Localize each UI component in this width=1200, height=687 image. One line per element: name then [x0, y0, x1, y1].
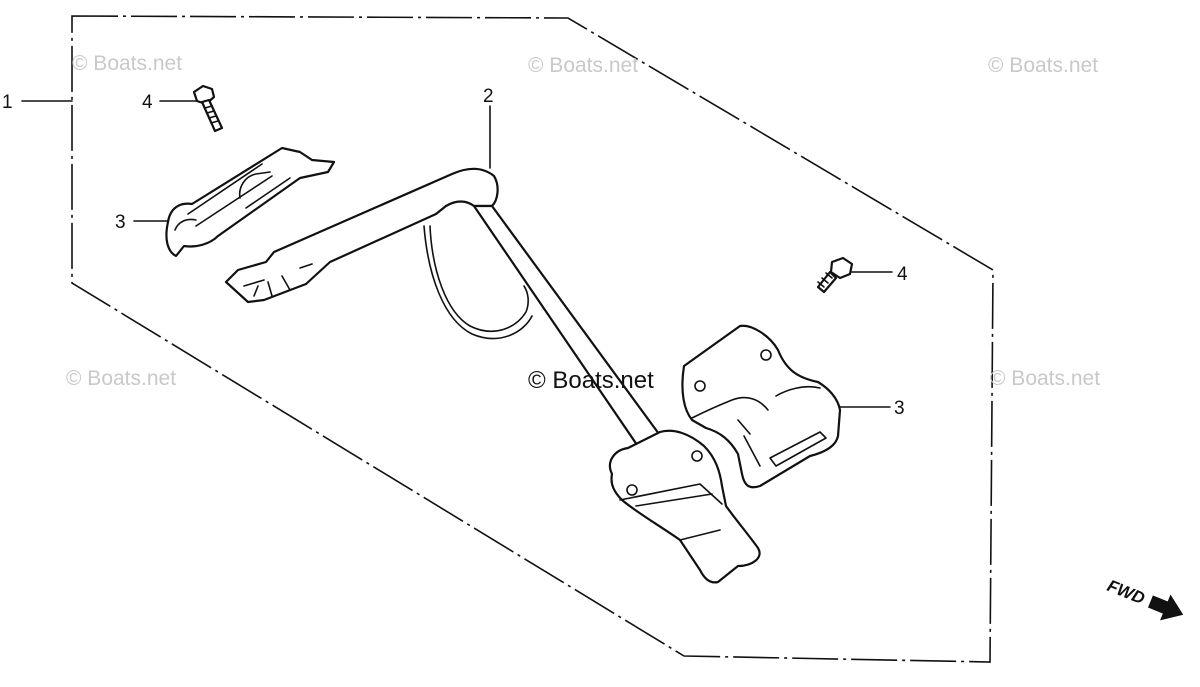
- callout-4-left: 4: [142, 92, 153, 113]
- callout-4-right: 4: [897, 264, 908, 285]
- callout-3-left: 3: [115, 212, 126, 233]
- clamp-left: [165, 146, 336, 258]
- watermark-top-center: © Boats.net: [528, 54, 638, 77]
- fwd-label: FWD: [1105, 576, 1148, 608]
- bolt-right: [816, 256, 854, 294]
- callout-1: 1: [2, 92, 13, 113]
- assembly-boundary: [71, 15, 994, 663]
- stay-bar: [224, 167, 761, 584]
- clamp-right: [681, 324, 842, 489]
- watermark-mid-right: © Boats.net: [990, 367, 1100, 390]
- watermark-top-right: © Boats.net: [988, 54, 1098, 77]
- arrow-right-icon: [1147, 594, 1184, 621]
- fwd-indicator: FWD: [1105, 576, 1184, 621]
- watermark-top-left: © Boats.net: [72, 52, 182, 75]
- callout-2: 2: [483, 86, 494, 107]
- callout-3-right: 3: [894, 398, 905, 419]
- watermark-center: © Boats.net: [528, 367, 654, 394]
- bolt-left: [192, 84, 224, 133]
- watermark-mid-left: © Boats.net: [66, 367, 176, 390]
